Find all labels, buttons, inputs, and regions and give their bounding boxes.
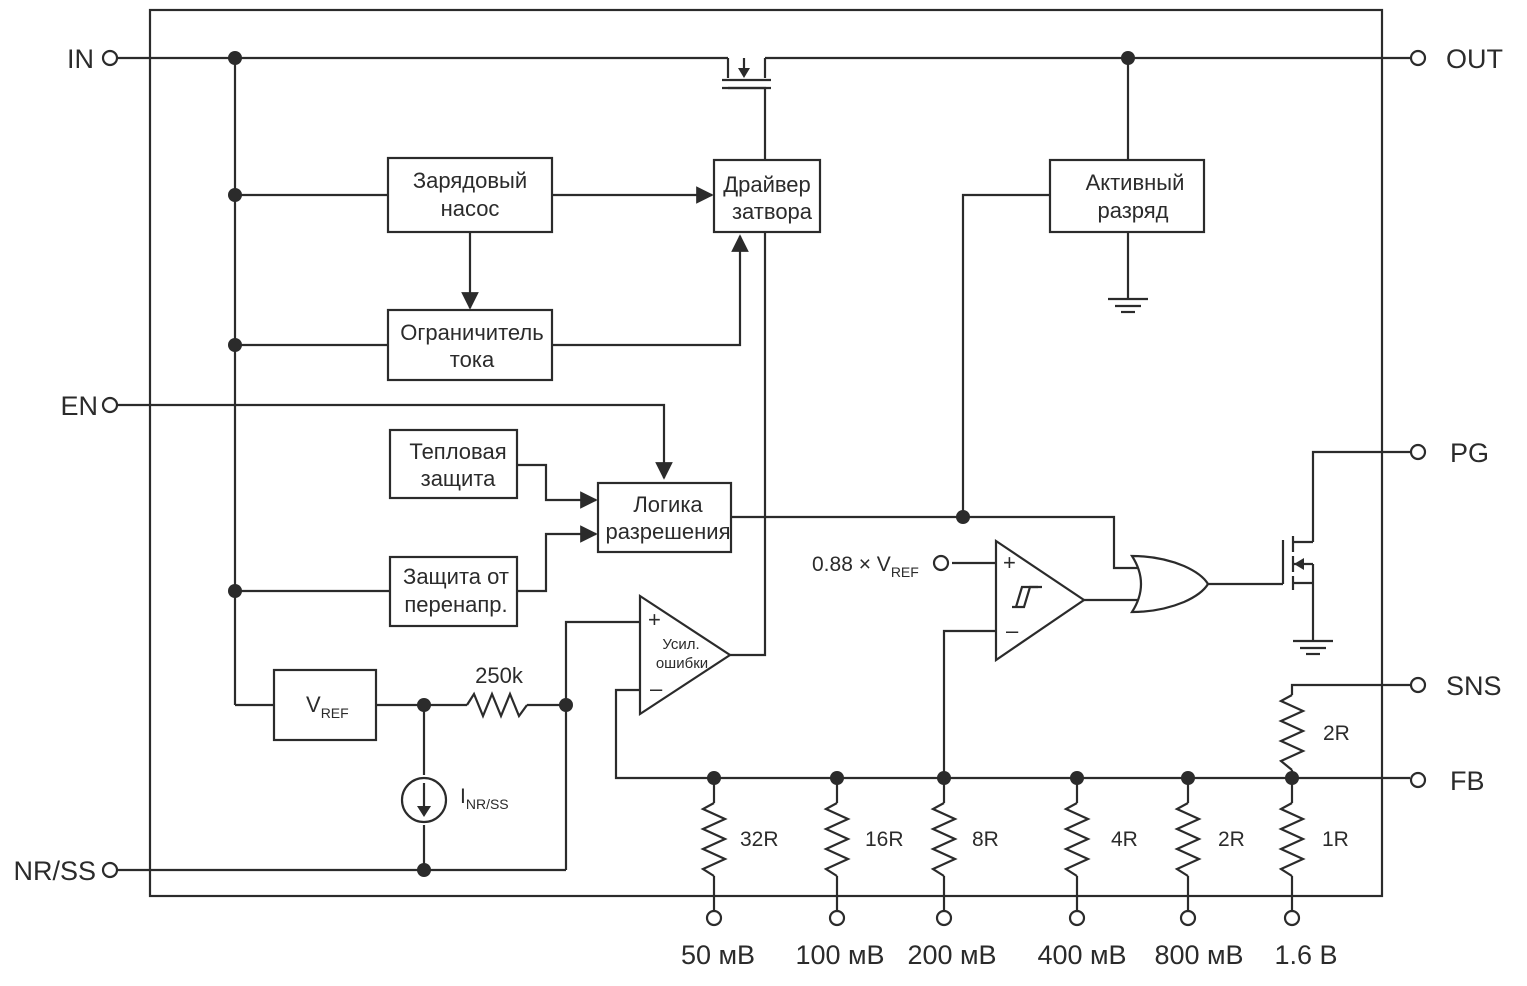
pin-nrss[interactable]: NR/SS <box>13 856 119 886</box>
comparator-minus: – <box>1006 618 1019 643</box>
error-amp-line1: Усил. <box>662 636 699 653</box>
ground-icon <box>1108 297 1148 314</box>
thermal-protection-line1: Тепловая <box>409 439 506 464</box>
enable-logic-line2: разрешения <box>605 519 730 544</box>
pin-sns-label: SNS <box>1446 671 1502 701</box>
divider-resistor: 2R <box>1174 778 1245 911</box>
gate-driver-block: Драйвер затвора <box>712 158 822 234</box>
charge-pump-line2: насос <box>441 196 500 221</box>
active-discharge-line1: Активный <box>1086 170 1185 195</box>
divider-pin-label: 1.6 В <box>1274 940 1337 970</box>
pin-fb[interactable]: FB <box>1409 766 1485 796</box>
vref-label: VREF <box>306 692 349 721</box>
pin-en-label: EN <box>60 391 98 421</box>
divider-pin-label: 200 мВ <box>907 940 996 970</box>
sns-resistor-label: 2R <box>1323 722 1350 745</box>
overvoltage-line1: Защита от <box>403 564 509 589</box>
divider-pin-label: 50 мВ <box>681 940 755 970</box>
pin-in-label: IN <box>67 44 94 74</box>
current-limiter-line2: тока <box>450 347 495 372</box>
sns-resistor: 2R <box>1278 694 1350 771</box>
active-discharge-block: Активный разряд <box>1048 158 1206 234</box>
resistor-250k: 250k <box>466 663 528 719</box>
pin-pg[interactable]: PG <box>1409 438 1489 468</box>
comparator-ref-label: 0.88 × VREF <box>812 553 919 580</box>
divider-resistor-label: 32R <box>740 828 779 851</box>
enable-logic-block: Логика разрешения <box>596 481 733 554</box>
current-limiter-block: Ограничитель тока <box>386 308 554 382</box>
divider-resistor: 8R <box>930 778 999 911</box>
resistor-250k-label: 250k <box>475 663 524 688</box>
pin-in[interactable]: IN <box>67 44 119 74</box>
vref-block: VREF <box>272 668 378 742</box>
pin-nrss-label: NR/SS <box>13 856 96 886</box>
divider-resistor-label: 1R <box>1322 828 1349 851</box>
pin-out[interactable]: OUT <box>1409 44 1503 74</box>
pg-transistor <box>1281 536 1315 590</box>
charge-pump-line1: Зарядовый <box>413 168 527 193</box>
divider-resistor-label: 8R <box>972 828 999 851</box>
divider-pin-label: 400 мВ <box>1037 940 1126 970</box>
thermal-protection-line2: защита <box>421 466 497 491</box>
divider-resistor-label: 4R <box>1111 828 1138 851</box>
gate-driver-line1: Драйвер <box>723 172 811 197</box>
comparator-plus: + <box>1003 550 1016 575</box>
pin-sns[interactable]: SNS <box>1409 671 1502 701</box>
gate-driver-line2: затвора <box>732 199 813 224</box>
pin-out-label: OUT <box>1446 44 1503 74</box>
error-amplifier: + – Усил. ошибки <box>638 593 733 717</box>
charge-pump-block: Зарядовый насос <box>386 156 554 234</box>
error-amp-line2: ошибки <box>656 655 708 672</box>
current-source-label: INR/SS <box>460 785 509 812</box>
divider-pin[interactable]: 50 мВ <box>681 909 755 970</box>
error-amp-minus: – <box>650 676 663 701</box>
error-amp-plus: + <box>648 607 661 632</box>
divider-resistor: 16R <box>823 778 904 911</box>
ground-icon <box>1293 639 1333 656</box>
divider-resistor-label: 16R <box>865 828 904 851</box>
pin-fb-label: FB <box>1450 766 1485 796</box>
or-gate <box>1129 554 1210 614</box>
enable-logic-line1: Логика <box>633 492 703 517</box>
divider-pin[interactable]: 1.6 В <box>1274 909 1338 970</box>
junction-dots <box>228 51 1299 877</box>
pg-comparator: + – <box>994 538 1086 663</box>
divider-resistor: 32R <box>700 778 779 911</box>
divider-network: 32R 50 мВ 16R 100 мВ 8R 200 мВ 4R 400 мВ 2R 800 м… <box>681 778 1349 970</box>
active-discharge-line2: разряд <box>1097 198 1168 223</box>
current-limiter-line1: Ограничитель <box>400 320 543 345</box>
divider-resistor-label: 2R <box>1218 828 1245 851</box>
pin-pg-label: PG <box>1450 438 1489 468</box>
divider-resistor: 1R <box>1278 778 1349 911</box>
comparator-ref-node <box>932 554 950 572</box>
divider-pin[interactable]: 400 мВ <box>1037 909 1127 970</box>
divider-pin[interactable]: 200 мВ <box>907 909 997 970</box>
pin-en[interactable]: EN <box>60 391 119 421</box>
current-source: INR/SS <box>400 776 509 824</box>
divider-pin[interactable]: 100 мВ <box>795 909 885 970</box>
thermal-protection-block: Тепловая защита <box>388 428 519 500</box>
overvoltage-protection-block: Защита от перенапр. <box>388 555 519 628</box>
divider-pin[interactable]: 800 мВ <box>1154 909 1244 970</box>
pass-transistor <box>722 58 771 90</box>
overvoltage-line2: перенапр. <box>404 592 507 617</box>
divider-resistor: 4R <box>1063 778 1138 911</box>
divider-pin-label: 800 мВ <box>1154 940 1243 970</box>
divider-pin-label: 100 мВ <box>795 940 884 970</box>
